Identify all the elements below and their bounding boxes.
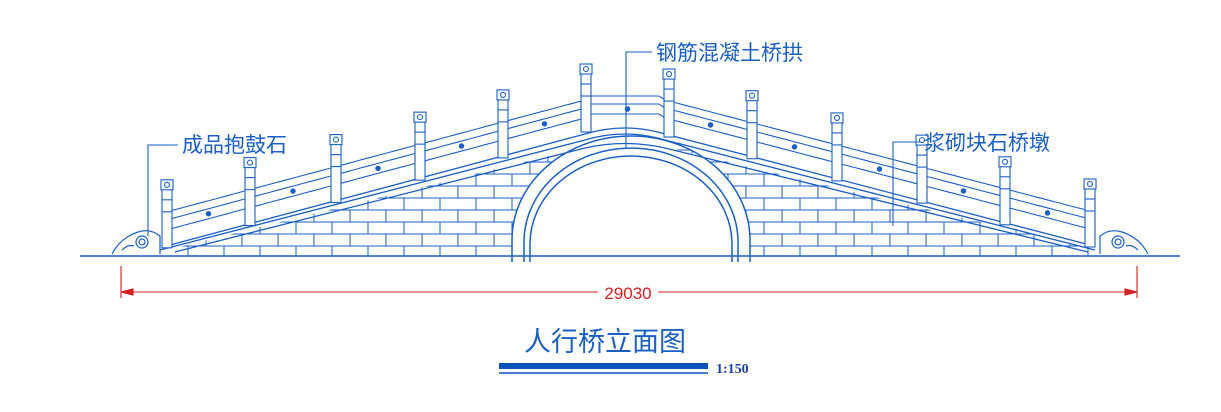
railing-post-cap	[1083, 178, 1097, 190]
drum-stone-label: 成品抱鼓石	[182, 133, 287, 157]
railing-post	[746, 98, 758, 160]
railing-post	[1084, 186, 1096, 248]
railing-post	[831, 120, 843, 182]
railing-post-cap	[915, 134, 929, 146]
railing-post	[580, 71, 592, 133]
railing-post	[999, 164, 1011, 226]
scale-label: 1:150	[716, 362, 749, 377]
drum-stone-left	[111, 230, 161, 255]
railing-post	[244, 165, 256, 227]
drum-stone-right	[1099, 230, 1149, 255]
railing-post-cap	[998, 156, 1012, 168]
railing-post-cap	[745, 90, 759, 102]
railing-post-cap	[329, 134, 343, 146]
railing-post-cap	[830, 112, 844, 124]
drum-stone-leader-line	[147, 144, 178, 236]
railing-post	[330, 142, 342, 204]
railing-post-cap	[243, 157, 257, 169]
masonry-pier-pattern	[175, 149, 1090, 256]
railing-post	[497, 97, 509, 159]
railing-post-cap	[579, 63, 593, 75]
dimension-value: 29030	[604, 284, 651, 303]
railing-post	[414, 119, 426, 181]
railing-post-cap	[413, 111, 427, 123]
railing-post-cap	[496, 89, 510, 101]
scale-bar	[499, 363, 708, 369]
concrete-arch	[511, 135, 751, 262]
arch-label: 钢筋混凝土桥拱	[656, 41, 803, 65]
pier-leader-line	[892, 141, 920, 226]
drawing-title: 人行桥立面图	[524, 327, 686, 358]
arch-leader-line	[625, 51, 652, 148]
pier-label: 浆砌块石桥墩	[924, 131, 1050, 155]
railing-post-cap	[160, 179, 174, 191]
railing-post	[161, 187, 173, 249]
railing-post-cap	[662, 68, 676, 80]
railing-post	[663, 76, 675, 138]
